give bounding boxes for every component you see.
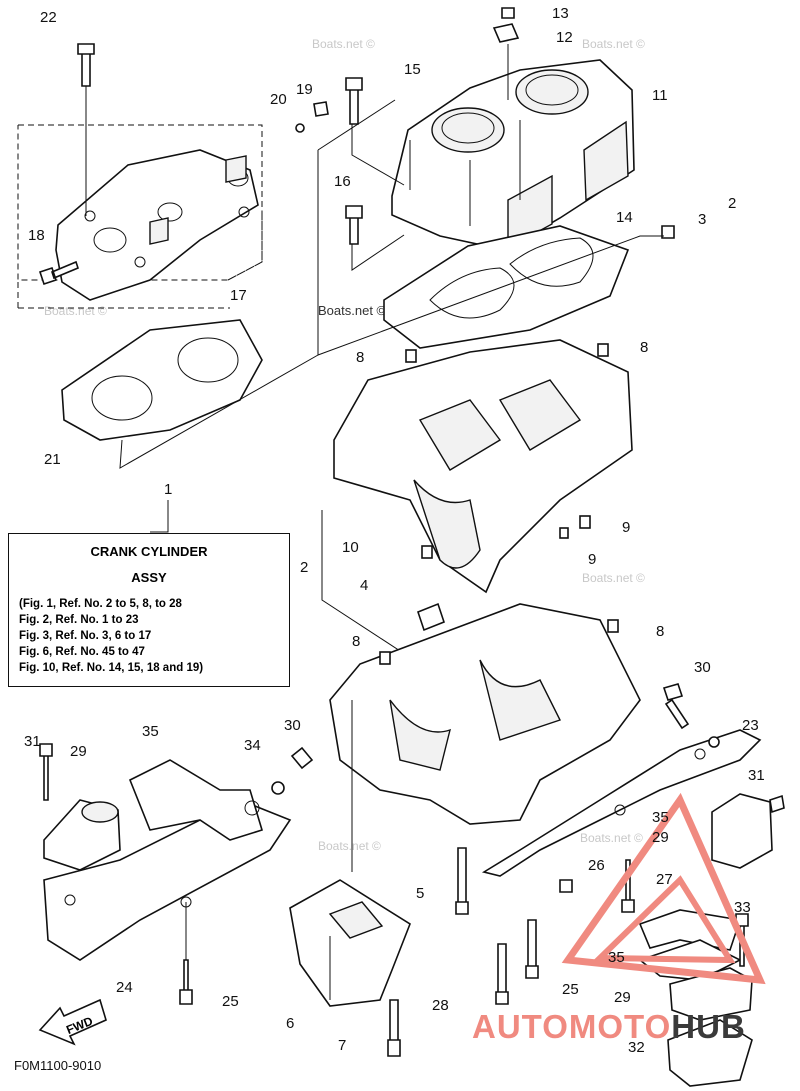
base-gasket-14 [383,225,630,349]
callout: 8 [640,339,648,356]
upper-crankcase [333,339,633,594]
callout: 6 [286,1015,294,1032]
assy-reference-list: (Fig. 1, Ref. No. 2 to 5, 8, to 28 Fig. … [19,596,203,676]
watermark: Boats.net © [318,303,387,318]
callout: 4 [360,577,368,594]
assy-reference-line: Fig. 10, Ref. No. 14, 15, 18 and 19) [19,662,204,674]
callout: 12 [556,29,573,46]
callout: 2 [728,195,736,212]
callout-labels: 22 13 12 15 11 19 20 16 14 3 2 18 17 21 … [24,5,765,1056]
watermark: Boats.net © [44,304,107,318]
callout: 10 [342,539,359,556]
callout: 28 [432,997,449,1014]
dowel-4 [417,602,445,632]
callout: 25 [562,981,579,998]
watermark: Boats.net © [312,37,375,51]
brand-part2: HUB [671,1008,746,1045]
watermark: Boats.net © [318,839,381,853]
callout: 15 [404,61,421,78]
assy-reference-line: Fig. 6, Ref. No. 45 to 47 [19,646,145,658]
assy-reference-line: (Fig. 1, Ref. No. 2 to 5, 8, to 28 [19,598,182,610]
callout: 18 [28,227,45,244]
assy-reference-line: Fig. 3, Ref. No. 3, 6 to 17 [19,630,152,642]
watermark: Boats.net © [582,571,645,585]
cylinder-head-cover [17,43,263,309]
bracket-6 [289,879,411,1057]
callout: 29 [614,989,631,1006]
cylinder-block-11 [391,59,635,251]
plug-19-washer-20 [295,101,329,133]
bolts-top [345,7,675,271]
callout: 2 [300,559,308,576]
callout: 35 [608,949,625,966]
callout: 30 [694,659,711,676]
callout: 29 [70,743,87,760]
callout: 14 [616,209,633,226]
callout: 22 [40,9,57,26]
callout: 8 [356,349,364,366]
watermark: Boats.net © [580,831,643,845]
engine-mount-lower-right [638,909,753,1087]
callout: 11 [652,87,668,104]
brand-part1: AUTOMOTO [472,1008,672,1045]
callout: 33 [734,899,751,916]
callout: 25 [222,993,239,1010]
engine-mount-left [39,743,314,1005]
head-gasket-21 [61,319,263,441]
bolt-18 [38,260,79,286]
bolts-lower [455,847,539,1005]
drawing-code: F0M1100-9010 [14,1058,102,1073]
assy-subtitle: ASSY [131,570,167,585]
callout: 35 [652,809,669,826]
callout: 21 [44,451,61,468]
callout: 32 [628,1039,645,1056]
brand-wordmark: AUTOMOTOHUB [472,1008,746,1046]
callout: 27 [656,871,673,888]
brand-logo-mark [561,792,766,985]
callout: 35 [142,723,159,740]
callout: 17 [230,287,247,304]
callout: 1 [164,481,172,498]
callout: 8 [352,633,360,650]
callout: 16 [334,173,351,190]
callout: 29 [652,829,669,846]
callout: 3 [698,211,706,228]
callout: 34 [244,737,261,754]
callout: 20 [270,91,287,108]
callout: 9 [588,551,596,568]
callout: 31 [748,767,765,784]
assy-title: CRANK CYLINDER [90,544,208,559]
callout: 13 [552,5,569,22]
engine-mount-right [481,683,785,913]
assembly-reference-box: CRANK CYLINDER ASSY (Fig. 1, Ref. No. 2 … [8,533,290,687]
callout: 30 [284,717,301,734]
callout: 31 [24,733,41,750]
callout: 26 [588,857,605,874]
assy-reference-line: Fig. 2, Ref. No. 1 to 23 [19,614,139,626]
callout: 7 [338,1037,346,1054]
callout: 8 [656,623,664,640]
callout: 19 [296,81,313,98]
callout: 5 [416,885,424,902]
lower-crankcase [329,603,641,825]
watermark: Boats.net © [582,37,645,51]
callout: 24 [116,979,133,996]
fwd-arrow-icon: FWD [38,998,107,1046]
callout: 23 [742,717,759,734]
callout: 9 [622,519,630,536]
